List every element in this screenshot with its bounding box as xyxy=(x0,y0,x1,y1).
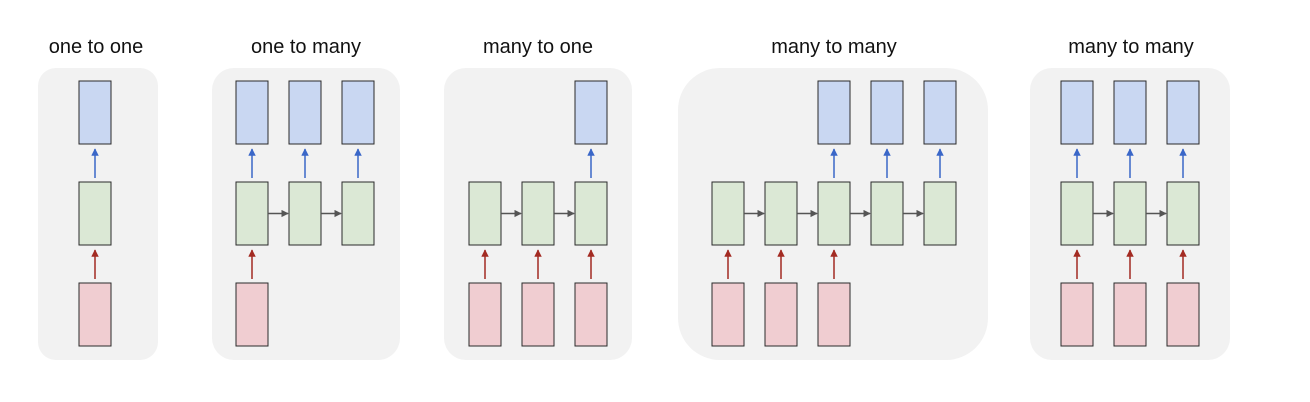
hidden-state-box xyxy=(1113,181,1147,246)
panel-title: many to many xyxy=(1068,36,1194,58)
panel-many-to-many-synced: many to many xyxy=(1030,36,1230,360)
hidden-state-box xyxy=(764,181,798,246)
output-box xyxy=(574,80,608,145)
hidden-state-box xyxy=(711,181,745,246)
input-box xyxy=(711,282,745,347)
output-box xyxy=(1166,80,1200,145)
output-box xyxy=(1060,80,1094,145)
panel-title: one to many xyxy=(251,36,361,58)
input-box xyxy=(521,282,555,347)
hidden-state-box xyxy=(817,181,851,246)
hidden-state-box xyxy=(1166,181,1200,246)
input-box xyxy=(235,282,269,347)
panel-one-to-one: one to one xyxy=(38,36,158,360)
input-box xyxy=(1060,282,1094,347)
output-box xyxy=(288,80,322,145)
hidden-state-box xyxy=(521,181,555,246)
panel-title: many to one xyxy=(483,36,593,58)
output-box xyxy=(817,80,851,145)
hidden-state-box xyxy=(78,181,112,246)
input-box xyxy=(468,282,502,347)
output-box xyxy=(235,80,269,145)
hidden-state-box xyxy=(574,181,608,246)
panel-many-to-many-delayed: many to many xyxy=(678,36,988,360)
input-box xyxy=(1113,282,1147,347)
hidden-state-box xyxy=(1060,181,1094,246)
panel-title: many to many xyxy=(771,36,897,58)
output-box xyxy=(923,80,957,145)
hidden-state-box xyxy=(870,181,904,246)
panel-many-to-one: many to one xyxy=(444,36,632,360)
output-box xyxy=(78,80,112,145)
hidden-state-box xyxy=(341,181,375,246)
panel-title: one to one xyxy=(49,36,144,58)
output-box xyxy=(1113,80,1147,145)
hidden-state-box xyxy=(288,181,322,246)
input-box xyxy=(817,282,851,347)
input-box xyxy=(78,282,112,347)
panel-one-to-many: one to many xyxy=(212,36,400,360)
input-box xyxy=(574,282,608,347)
hidden-state-box xyxy=(923,181,957,246)
hidden-state-box xyxy=(468,181,502,246)
output-box xyxy=(341,80,375,145)
output-box xyxy=(870,80,904,145)
hidden-state-box xyxy=(235,181,269,246)
input-box xyxy=(764,282,798,347)
input-box xyxy=(1166,282,1200,347)
